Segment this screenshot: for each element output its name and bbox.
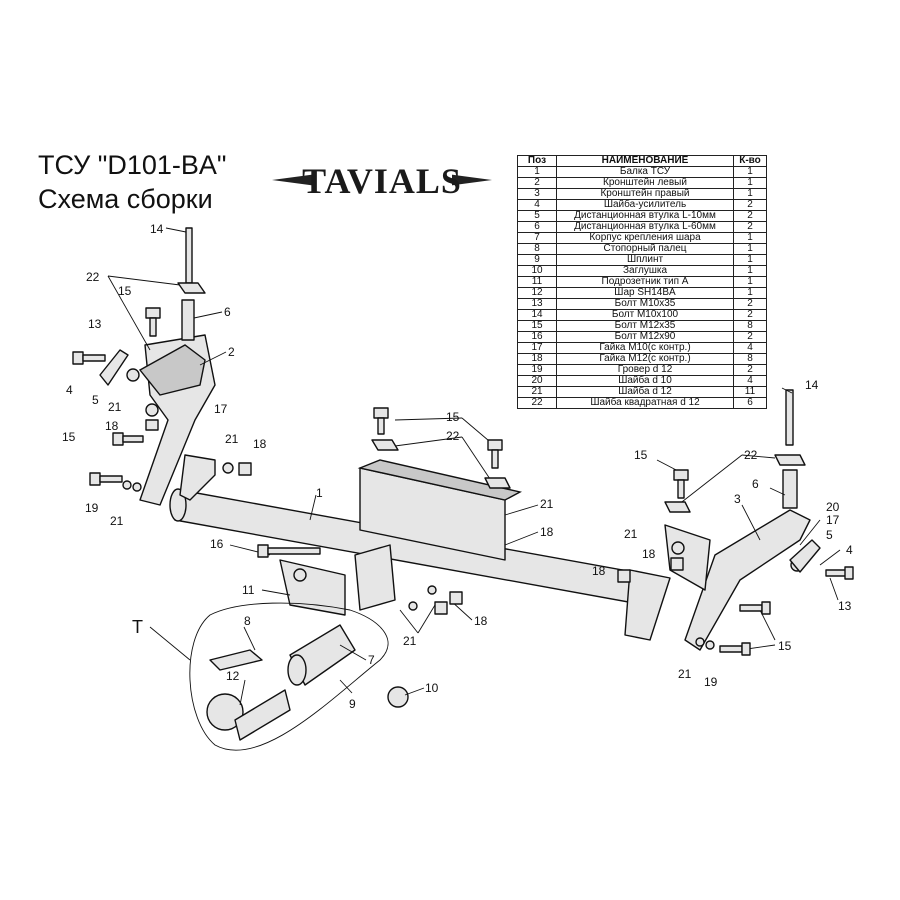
title-line-1: ТСУ "D101-BA" <box>38 150 227 180</box>
callout-8: 8 <box>244 614 251 628</box>
callout-10: 10 <box>425 681 439 695</box>
tow-ball-group <box>189 602 409 751</box>
callout-4-left: 4 <box>66 383 73 397</box>
callout-1: 1 <box>316 486 323 500</box>
callout-T: T <box>132 617 143 637</box>
callout-11: 11 <box>242 583 255 597</box>
right-bracket <box>664 389 811 651</box>
callout-22-right: 22 <box>744 448 758 462</box>
callout-21-bottom: 21 <box>403 634 417 648</box>
callout-22-center: 22 <box>446 429 460 443</box>
callout-18-right-a: 18 <box>642 547 656 561</box>
callout-12: 12 <box>226 669 240 683</box>
callout-21-left-b: 21 <box>225 432 239 446</box>
callout-18-left-a: 18 <box>105 419 119 433</box>
callout-13-right: 13 <box>838 599 852 613</box>
callout-14-right: 14 <box>805 378 819 392</box>
callout-2: 2 <box>228 345 235 359</box>
callout-21-left-a: 21 <box>108 400 122 414</box>
callout-15-center: 15 <box>446 410 460 424</box>
callout-18-bottom: 18 <box>474 614 488 628</box>
callout-labels: 14 22 15 6 13 2 4 5 21 17 18 15 21 18 19… <box>62 222 853 711</box>
left-bracket <box>138 227 216 506</box>
tow-beam <box>169 454 671 641</box>
callout-16: 16 <box>210 537 224 551</box>
callout-3: 3 <box>734 492 741 506</box>
callout-14-left: 14 <box>150 222 164 236</box>
callout-15-right-top: 15 <box>634 448 648 462</box>
callout-15-right-bottom: 15 <box>778 639 792 653</box>
callout-20: 20 <box>826 500 840 514</box>
tavials-logo: TAVIALS <box>272 160 492 201</box>
callout-17-right: 17 <box>826 513 840 527</box>
row-qty: 6 <box>733 397 767 409</box>
callout-5-left: 5 <box>92 393 99 407</box>
callout-19-left: 19 <box>85 501 99 515</box>
title-line-2: Схема сборки <box>38 184 213 214</box>
callout-21-center: 21 <box>540 497 554 511</box>
callout-18-center: 18 <box>540 525 554 539</box>
callout-15-left-top: 15 <box>118 284 132 298</box>
leader-lines <box>107 227 841 706</box>
socket-plate <box>279 544 396 616</box>
callout-9: 9 <box>349 697 356 711</box>
callout-6-right: 6 <box>752 477 759 491</box>
callout-21-right-b: 21 <box>678 667 692 681</box>
callout-17-left: 17 <box>214 402 228 416</box>
callout-5-right: 5 <box>826 528 833 542</box>
callout-21-right-a: 21 <box>624 527 638 541</box>
callout-15-left-mid: 15 <box>62 430 76 444</box>
fasteners <box>72 307 854 656</box>
callout-18-right-b: 18 <box>592 564 606 578</box>
callout-4-right: 4 <box>846 543 853 557</box>
callout-13-left: 13 <box>88 317 102 331</box>
row-qty: 2 <box>733 199 767 211</box>
callout-6-left: 6 <box>224 305 231 319</box>
row-qty: 1 <box>733 287 767 299</box>
callout-19-right: 19 <box>704 675 718 689</box>
callout-22-left: 22 <box>86 270 100 284</box>
callout-18-left-b: 18 <box>253 437 267 451</box>
callout-21-left-c: 21 <box>110 514 124 528</box>
callout-7: 7 <box>368 653 375 667</box>
logo-text: TAVIALS <box>302 161 462 201</box>
drawing-title: ТСУ "D101-BA" Схема сборки <box>38 148 226 216</box>
